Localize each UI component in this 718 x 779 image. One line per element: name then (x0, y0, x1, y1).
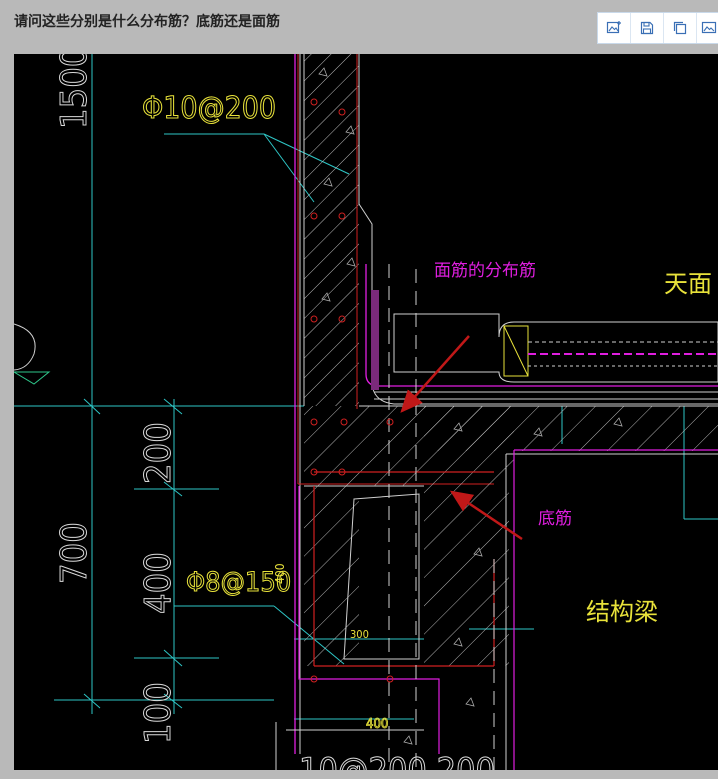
insert-image-button[interactable] (598, 13, 631, 43)
dim-100: 100 (138, 682, 179, 744)
top-finish-layers (371, 290, 718, 400)
image-plus-icon (606, 21, 621, 34)
image-icon (701, 21, 717, 34)
annotation-bottom-rebar: 底筋 (538, 509, 572, 529)
rebar-label-mid: Φ8@150 (186, 567, 291, 598)
bottom-rebar-text: 10@200 200 (299, 751, 495, 770)
dim-400: 400 (138, 552, 179, 614)
label-beam: 结构梁 (586, 598, 658, 626)
save-button[interactable] (631, 13, 664, 43)
dim-1500: 1500 (54, 54, 95, 129)
cad-drawing-image: 1500 700 200 400 100 Φ10@200 Φ8@150 300 … (14, 54, 718, 770)
dim-400-small-label: 400 (366, 717, 388, 732)
rebar-label-top: Φ10@200 (142, 91, 276, 126)
annotation-face-distribution: 面筋的分布筋 (434, 261, 536, 281)
dim-200: 200 (138, 422, 179, 484)
copy-icon (673, 21, 687, 35)
dimension-texts: 1500 700 200 400 100 (54, 54, 180, 745)
label-top-face: 天面 (664, 270, 712, 298)
wall-hatch (304, 54, 359, 406)
save-icon (640, 21, 654, 35)
dim-700: 700 (54, 522, 95, 584)
image-button[interactable] (697, 13, 718, 43)
dim-400-vertical-label: 400 (273, 563, 287, 584)
annotation-arrows (400, 335, 523, 541)
copy-button[interactable] (664, 13, 697, 43)
question-title: 请问这些分别是什么分布筋？底筋还是面筋 (14, 14, 280, 30)
image-toolbar (597, 12, 718, 44)
cad-drawing: 1500 700 200 400 100 Φ10@200 Φ8@150 300 … (14, 54, 718, 770)
dim-300-label: 300 (350, 628, 369, 641)
